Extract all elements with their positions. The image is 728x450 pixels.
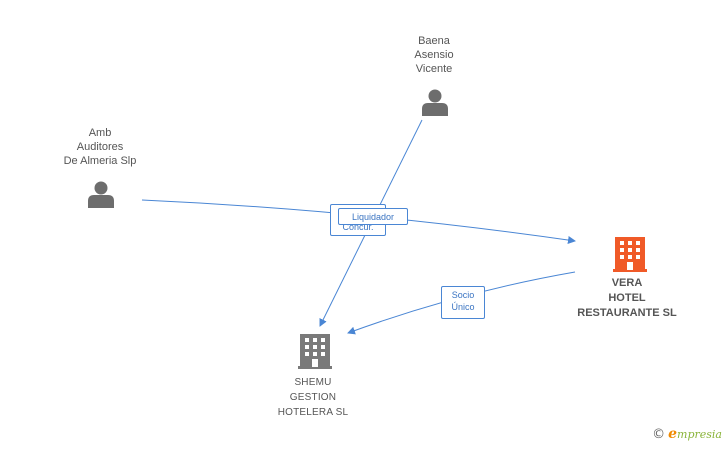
node-label-shemu[interactable]: SHEMU GESTION HOTELERA SL — [277, 377, 349, 418]
edge-label-liquidador: Liquidador — [338, 208, 408, 225]
node-label-vera[interactable]: VERA HOTEL RESTAURANTE SL — [577, 277, 677, 319]
copyright-icon: © — [652, 427, 666, 442]
edge-label-socio-unico: Socio Único — [441, 286, 485, 319]
node-label-amb[interactable]: Amb Auditores De Almeria Slp — [63, 127, 137, 167]
building-icon[interactable] — [298, 334, 332, 369]
building-icon[interactable] — [613, 237, 647, 272]
empresia-logo: ©empresia — [652, 426, 722, 442]
person-icon[interactable] — [88, 181, 114, 209]
node-label-baena[interactable]: Baena Asensio Vicente — [414, 35, 454, 75]
person-icon[interactable] — [422, 89, 448, 117]
